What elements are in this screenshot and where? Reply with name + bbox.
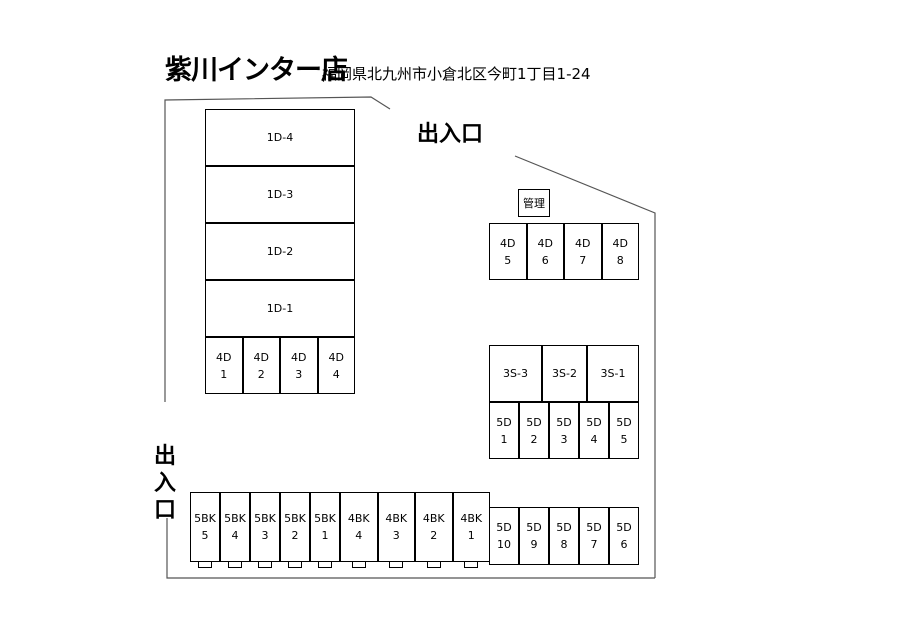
bk-door-marker	[228, 562, 242, 568]
entrance-label-top: 出入口	[417, 122, 484, 147]
unit-block-bk-1[interactable]: 5BK 5	[190, 492, 220, 562]
bk-door-marker	[426, 562, 441, 568]
bk-door-marker	[198, 562, 212, 568]
entrance-label-left: 出入口	[153, 444, 176, 523]
unit-block-bk-9[interactable]: 4BK 1	[452, 492, 490, 562]
office-label: 管理	[518, 189, 550, 217]
unit-block-5d-top-4[interactable]: 5D 4	[579, 402, 609, 459]
unit-block-bk-4[interactable]: 5BK 2	[280, 492, 310, 562]
unit-block-1d-4[interactable]: 1D-1	[205, 280, 355, 337]
bk-door-marker	[351, 562, 366, 568]
unit-block-4d-left-1[interactable]: 4D 1	[205, 337, 243, 394]
unit-block-5d-top-5[interactable]: 5D 5	[609, 402, 639, 459]
bk-door-marker	[288, 562, 302, 568]
bk-door-marker	[464, 562, 479, 568]
unit-block-1d-1[interactable]: 1D-4	[205, 109, 355, 166]
unit-block-5d-bottom-4[interactable]: 5D 7	[579, 507, 609, 565]
boundary-bottom	[166, 518, 655, 579]
unit-block-4d-right-2[interactable]: 4D 6	[526, 223, 564, 280]
boundary-top-left	[164, 96, 391, 402]
bk-door-marker	[318, 562, 332, 568]
store-title: 紫川インター店	[165, 55, 348, 86]
unit-block-4d-right-3[interactable]: 4D 7	[564, 223, 602, 280]
unit-block-4d-left-2[interactable]: 4D 2	[242, 337, 280, 394]
bk-door-marker	[258, 562, 272, 568]
store-address: 福岡県北九州市小倉北区今町1丁目1-24	[322, 65, 591, 83]
unit-block-bk-3[interactable]: 5BK 3	[250, 492, 280, 562]
unit-block-3s-1[interactable]: 3S-3	[489, 345, 542, 402]
unit-block-5d-bottom-2[interactable]: 5D 9	[519, 507, 549, 565]
bk-door-marker	[389, 562, 404, 568]
unit-block-bk-2[interactable]: 5BK 4	[220, 492, 250, 562]
unit-block-5d-top-3[interactable]: 5D 3	[549, 402, 579, 459]
unit-block-3s-3[interactable]: 3S-1	[587, 345, 639, 402]
unit-block-4d-right-4[interactable]: 4D 8	[601, 223, 639, 280]
unit-block-4d-left-4[interactable]: 4D 4	[317, 337, 355, 394]
unit-block-4d-right-1[interactable]: 4D 5	[489, 223, 527, 280]
unit-block-bk-7[interactable]: 4BK 3	[377, 492, 415, 562]
unit-block-bk-6[interactable]: 4BK 4	[340, 492, 378, 562]
unit-block-5d-top-1[interactable]: 5D 1	[489, 402, 519, 459]
unit-block-3s-2[interactable]: 3S-2	[542, 345, 587, 402]
unit-block-5d-bottom-5[interactable]: 5D 6	[609, 507, 639, 565]
unit-block-1d-2[interactable]: 1D-3	[205, 166, 355, 223]
unit-block-1d-3[interactable]: 1D-2	[205, 223, 355, 280]
unit-block-5d-top-2[interactable]: 5D 2	[519, 402, 549, 459]
unit-block-5d-bottom-3[interactable]: 5D 8	[549, 507, 579, 565]
unit-block-bk-8[interactable]: 4BK 2	[415, 492, 453, 562]
unit-block-bk-5[interactable]: 5BK 1	[310, 492, 340, 562]
unit-block-5d-bottom-1[interactable]: 5D 10	[489, 507, 519, 565]
unit-block-4d-left-3[interactable]: 4D 3	[280, 337, 318, 394]
boundary-top-right	[514, 155, 656, 578]
